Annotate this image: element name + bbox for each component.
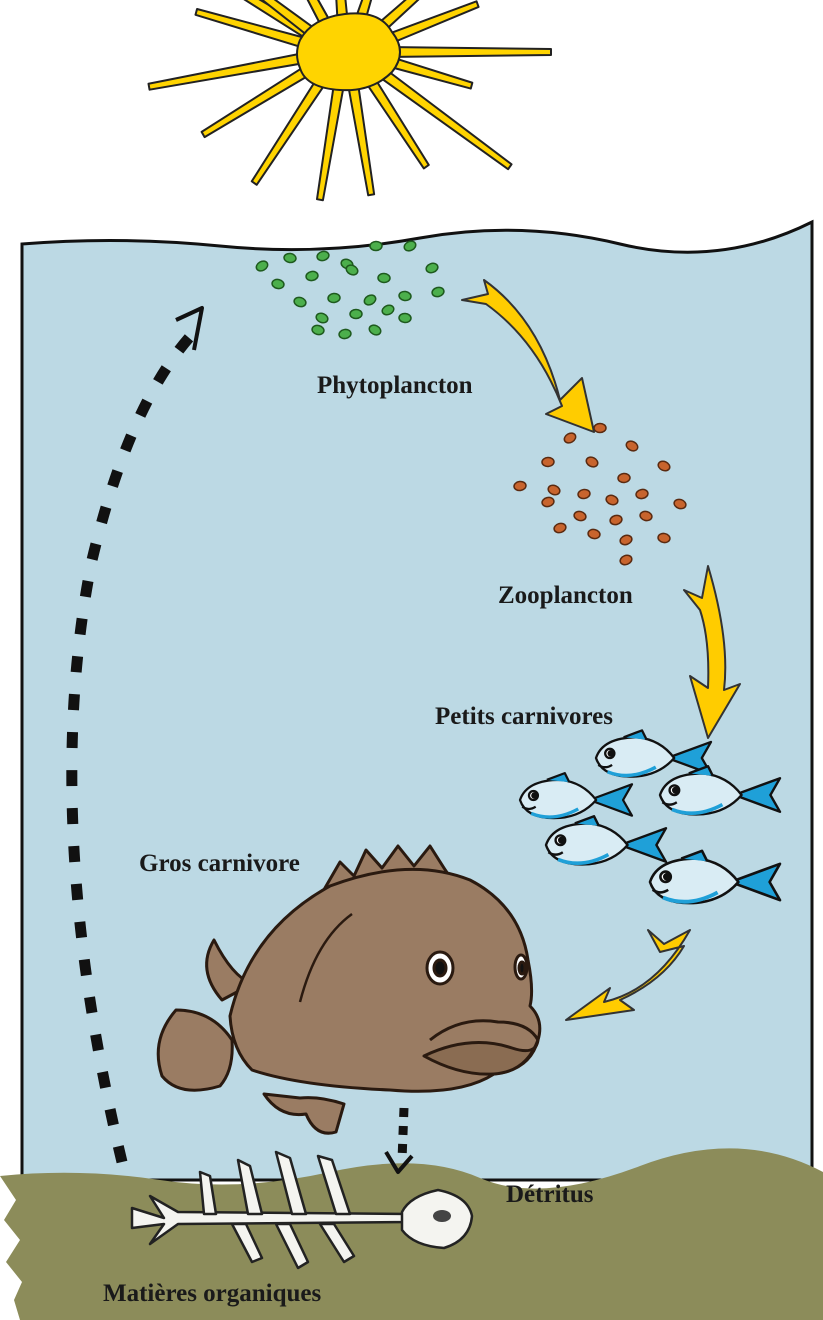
label-detritus: Détritus [506,1181,594,1208]
phytoplankton-cell [378,273,390,283]
zooplankton-cell [513,481,526,491]
label-small-carnivores: Petits carnivores [435,703,613,730]
sun-ray [317,83,344,201]
label-zooplankton: Zooplancton [498,582,633,609]
sun-ray [348,83,374,196]
phytoplankton-cell [350,309,362,318]
sun-icon [149,0,551,200]
phytoplankton-cell [370,241,382,250]
sun-ray [386,47,551,57]
zooplankton-cell [618,473,631,483]
zooplankton-cell [542,457,554,467]
label-phytoplankton: Phytoplancton [317,372,473,399]
label-big-carnivore: Gros carnivore [139,850,300,877]
phytoplankton-cell [283,253,296,263]
phytoplankton-cell [328,293,341,303]
phytoplankton-cell [399,313,412,323]
label-organic-matter: Matières organiques [103,1280,322,1307]
zooplankton-cell [594,423,606,432]
